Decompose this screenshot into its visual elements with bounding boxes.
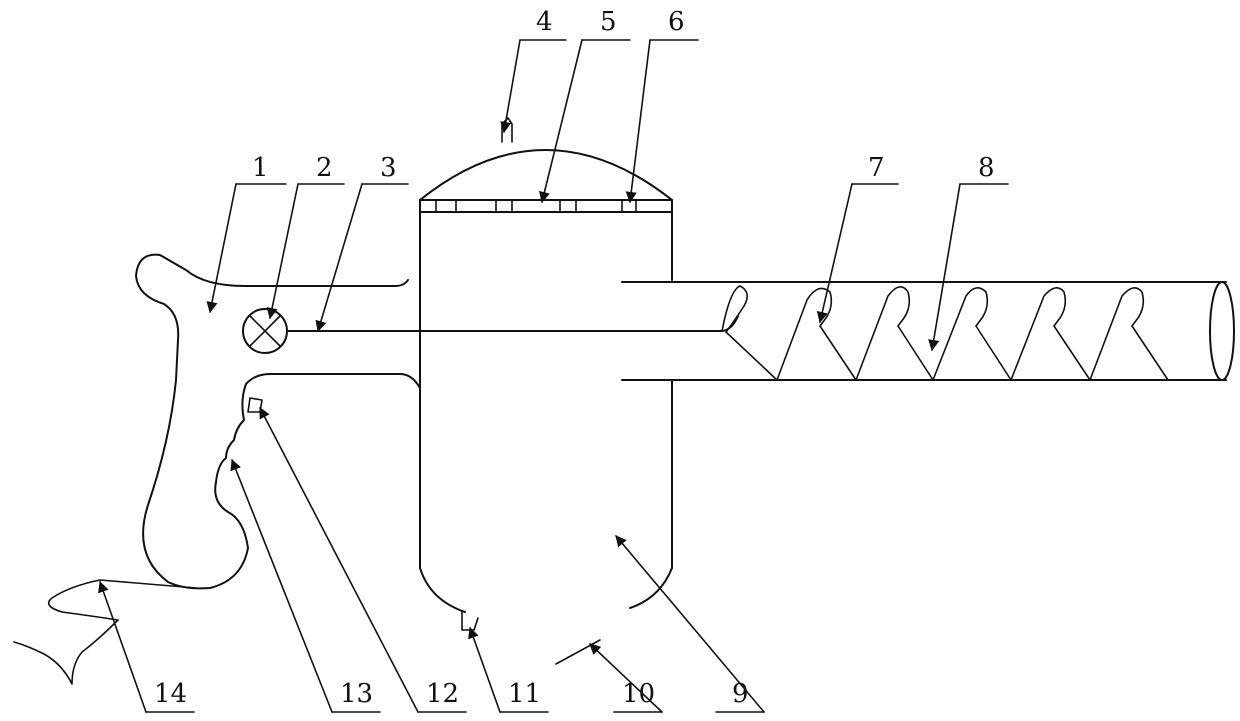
drive-shaft <box>287 316 738 331</box>
part-labels: 1 2 3 4 5 6 7 8 9 10 11 12 13 14 <box>154 7 995 709</box>
label-4: 4 <box>536 7 553 37</box>
vessel-body <box>420 200 672 612</box>
top-nozzle <box>502 118 512 142</box>
leader-lines <box>100 40 1008 712</box>
label-14: 14 <box>154 679 187 709</box>
label-2: 2 <box>316 153 333 183</box>
label-8: 8 <box>978 153 995 183</box>
label-6: 6 <box>668 7 685 37</box>
label-12: 12 <box>426 679 459 709</box>
label-3: 3 <box>380 153 397 183</box>
label-11: 11 <box>508 679 541 709</box>
label-1: 1 <box>252 153 269 183</box>
perforated-plate <box>420 200 672 212</box>
label-10: 10 <box>622 679 655 709</box>
label-13: 13 <box>340 679 373 709</box>
label-9: 9 <box>732 679 749 709</box>
valve-symbol <box>243 309 287 353</box>
label-5: 5 <box>600 7 617 37</box>
vessel-dome <box>420 150 672 200</box>
trigger-stub <box>248 398 262 412</box>
helical-screw <box>722 286 1168 380</box>
left-manifold <box>136 255 420 589</box>
label-7: 7 <box>868 153 885 183</box>
